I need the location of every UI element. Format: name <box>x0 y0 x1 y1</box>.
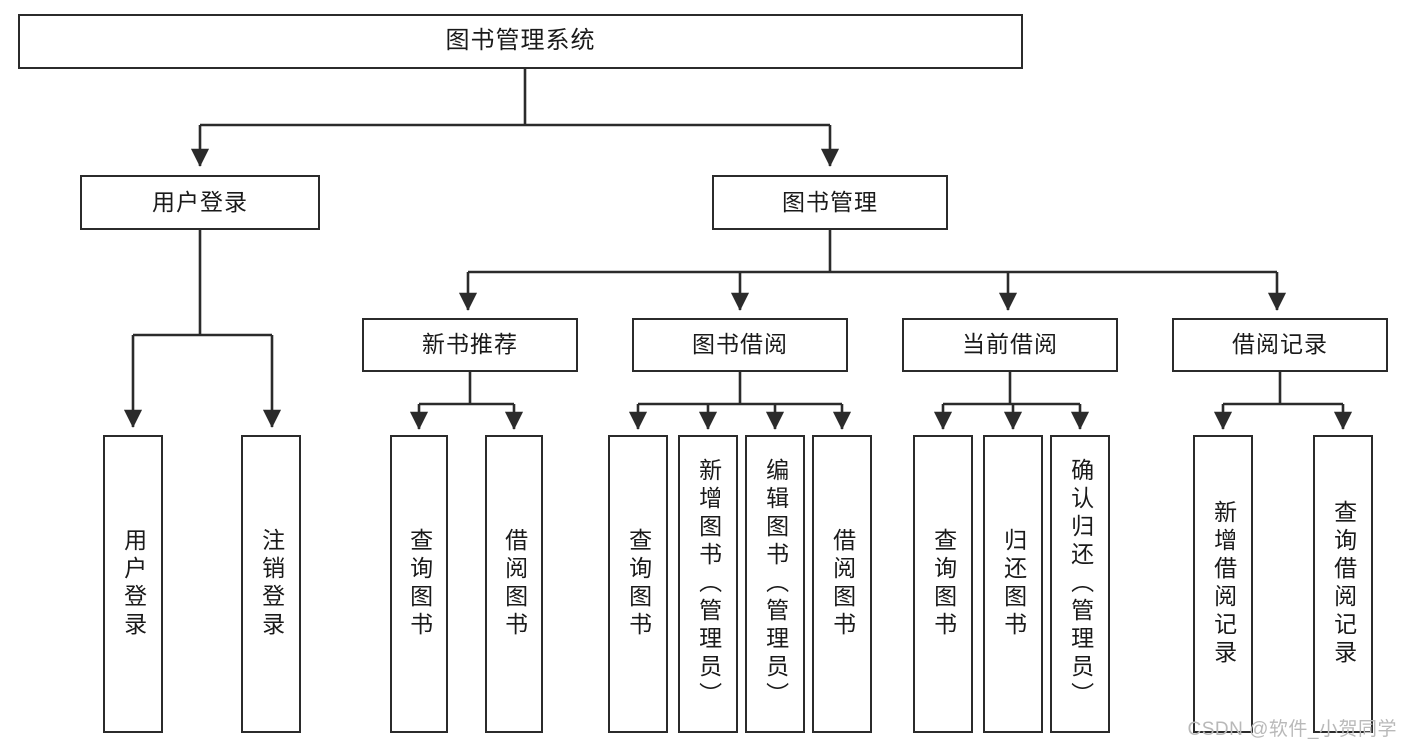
node-leaf-confirm-return[interactable]: 确认归还（管理员） <box>1050 435 1110 733</box>
node-new-book-rec[interactable]: 新书推荐 <box>362 318 578 372</box>
watermark-text: CSDN @软件_小贺同学 <box>1187 719 1397 740</box>
node-leaf-query-book-2[interactable]: 查询图书 <box>608 435 668 733</box>
node-leaf-query-book-1[interactable]: 查询图书 <box>390 435 448 733</box>
node-leaf-add-record[interactable]: 新增借阅记录 <box>1193 435 1253 733</box>
node-leaf-edit-book[interactable]: 编辑图书（管理员） <box>745 435 805 733</box>
node-leaf-user-logout[interactable]: 注销登录 <box>241 435 301 733</box>
node-root[interactable]: 图书管理系统 <box>18 14 1023 69</box>
node-leaf-borrow-book-2[interactable]: 借阅图书 <box>812 435 872 733</box>
node-leaf-user-login[interactable]: 用户登录 <box>103 435 163 733</box>
node-book-manage[interactable]: 图书管理 <box>712 175 948 230</box>
node-user-login[interactable]: 用户登录 <box>80 175 320 230</box>
node-leaf-query-record[interactable]: 查询借阅记录 <box>1313 435 1373 733</box>
node-leaf-borrow-book-1[interactable]: 借阅图书 <box>485 435 543 733</box>
node-leaf-return-book[interactable]: 归还图书 <box>983 435 1043 733</box>
node-current-borrow[interactable]: 当前借阅 <box>902 318 1118 372</box>
node-leaf-query-book-3[interactable]: 查询图书 <box>913 435 973 733</box>
node-book-borrow[interactable]: 图书借阅 <box>632 318 848 372</box>
node-leaf-add-book[interactable]: 新增图书（管理员） <box>678 435 738 733</box>
node-borrow-record[interactable]: 借阅记录 <box>1172 318 1388 372</box>
